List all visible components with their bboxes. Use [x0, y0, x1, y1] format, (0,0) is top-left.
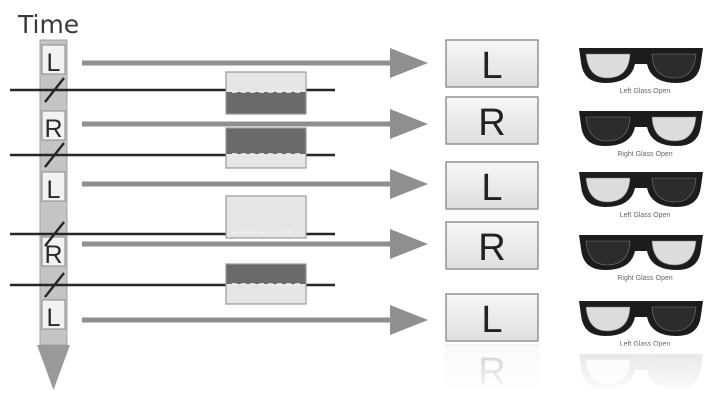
left-lens	[585, 53, 631, 79]
right-lens	[651, 240, 697, 266]
timeline-frame-4: L	[41, 299, 66, 332]
timeline-frame-labels: L R L R L	[41, 44, 66, 332]
frame-arrow-2	[82, 169, 428, 199]
frame-box-0: L	[445, 39, 539, 88]
frame-box-label: L	[481, 299, 502, 341]
left-lens	[585, 306, 631, 332]
shutter-glasses-2: Left Glass Open	[579, 172, 703, 219]
shutter-box-2	[225, 195, 307, 239]
shutter-box-0	[225, 71, 307, 115]
shutter-boxes	[225, 71, 307, 305]
frame-arrow-4	[82, 305, 428, 335]
glasses-caption: Left Glass Open	[620, 212, 671, 219]
timeline-frame-label: L	[47, 304, 61, 332]
timeline-frame-label: R	[44, 241, 62, 269]
frame-box-label: L	[481, 45, 502, 87]
shutter-box-1	[225, 127, 307, 169]
time-axis-label: Time	[17, 10, 79, 39]
frame-arrow-0	[82, 48, 428, 78]
frame-box-3: R	[445, 221, 539, 270]
glasses-caption: Right Glass Open	[617, 151, 672, 158]
timeline-frame-label: L	[47, 49, 61, 77]
frame-arrow-3	[82, 229, 428, 259]
left-lens	[585, 116, 631, 142]
glasses-caption: Left Glass Open	[620, 341, 671, 348]
shutter-glasses-1: Right Glass Open	[579, 111, 703, 158]
frame-arrow-1	[82, 109, 428, 139]
timeline-frame-label: L	[47, 176, 61, 204]
frame-box-label: R	[478, 102, 505, 144]
timeline-frame-0: L	[41, 44, 66, 77]
glasses-caption: Right Glass Open	[617, 275, 672, 282]
right-lens	[651, 53, 697, 79]
shutter-glasses-3: Right Glass Open	[579, 235, 703, 282]
timeline-down-arrow	[37, 345, 70, 390]
shutter-box-3	[225, 263, 307, 305]
left-lens	[585, 240, 631, 266]
timeline-frame-label: R	[44, 115, 62, 143]
shutter-glasses-0: Left Glass Open	[579, 48, 703, 95]
frame-box-4: L	[445, 293, 539, 342]
right-lens	[651, 116, 697, 142]
right-lens	[651, 177, 697, 203]
glasses-caption: Left Glass Open	[620, 88, 671, 95]
timeline-frame-1: R	[41, 110, 66, 143]
left-lens	[585, 177, 631, 203]
shutter-glasses-4: Left Glass Open	[579, 301, 703, 348]
timeline-frame-2: L	[41, 171, 66, 204]
right-lens	[651, 306, 697, 332]
frame-box-label: R	[478, 227, 505, 269]
frame-box-label: L	[481, 167, 502, 209]
frame-arrows	[82, 48, 428, 335]
frame-box-1: R	[445, 96, 539, 145]
timeline-frame-3: R	[41, 236, 66, 269]
frame-box-2: L	[445, 161, 539, 210]
reflections: R	[440, 344, 704, 399]
